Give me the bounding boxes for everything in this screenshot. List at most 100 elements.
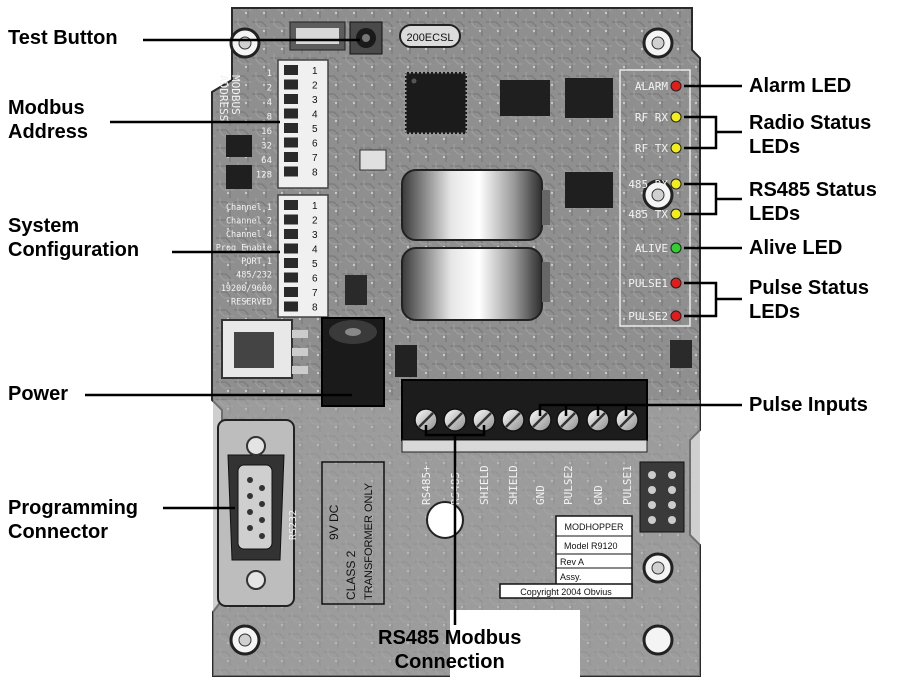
test-button-part bbox=[289, 21, 383, 55]
board-lower-panel bbox=[213, 400, 700, 676]
terminal-label: PULSE2 bbox=[562, 465, 575, 505]
led-silk-label: ALARM bbox=[635, 80, 668, 93]
dip-slot bbox=[284, 214, 298, 225]
label-assy: Assy. bbox=[560, 572, 581, 582]
address-value: 4 bbox=[267, 98, 272, 108]
dip-slot bbox=[284, 258, 298, 268]
address-value: 32 bbox=[261, 142, 272, 152]
switch-number: 4 bbox=[312, 245, 318, 256]
callout-rs485-modbus-connection: RS485 Modbus Connection bbox=[378, 627, 522, 673]
callout-system-configuration: System Configuration bbox=[8, 215, 140, 261]
dip-slot bbox=[284, 65, 298, 75]
screw-slot bbox=[619, 412, 635, 428]
electrolytic-capacitors bbox=[401, 169, 550, 321]
terminal-label: SHIELD bbox=[478, 465, 491, 505]
dip-slot bbox=[284, 243, 298, 254]
dip-slot bbox=[284, 94, 298, 104]
rf-tx-led bbox=[670, 142, 682, 154]
callout-power: Power bbox=[8, 383, 69, 405]
callout-programming-connector: Programming Connector bbox=[8, 497, 139, 543]
switch-number: 6 bbox=[312, 274, 318, 285]
address-value: 128 bbox=[256, 171, 272, 181]
system-config-dip-switch: 1 2 3 4 5 6 7 8 bbox=[277, 194, 329, 318]
side-text-line-3: TRANSFORMER ONLY bbox=[363, 482, 375, 600]
config-silk-label: PORT 1 bbox=[241, 257, 272, 267]
address-value: 16 bbox=[261, 127, 272, 137]
crystal-part: 200ECSL bbox=[399, 24, 461, 48]
switch-number: 5 bbox=[312, 124, 318, 135]
product-label: MODHOPPER Model R9120 Rev A Assy. Copyri… bbox=[499, 515, 633, 599]
dip-slot bbox=[284, 301, 298, 312]
screw-slot bbox=[590, 412, 606, 428]
dip-slot bbox=[284, 200, 298, 210]
label-model: Model R9120 bbox=[564, 541, 618, 551]
address-value: 8 bbox=[267, 113, 272, 123]
pin-header bbox=[639, 461, 685, 533]
label-title: MODHOPPER bbox=[564, 522, 624, 532]
side-text-line-1: 9V DC bbox=[327, 504, 341, 540]
dip-slot bbox=[284, 123, 298, 133]
dip-slot bbox=[284, 166, 298, 177]
terminal-label: RS485+ bbox=[420, 465, 433, 505]
rs232-silk: RS232 bbox=[288, 510, 299, 540]
dip-slot bbox=[284, 137, 298, 148]
terminal-label: SHIELD bbox=[507, 465, 520, 505]
switch-number: 7 bbox=[312, 153, 318, 164]
screw-slot bbox=[476, 412, 492, 428]
led-silk-label: 485 TX bbox=[628, 208, 668, 221]
terminal-label: GND bbox=[534, 485, 547, 505]
callout-pulse-inputs: Pulse Inputs bbox=[749, 394, 868, 416]
switch-number: 3 bbox=[312, 230, 318, 241]
dip-slot bbox=[284, 229, 298, 239]
switch-number: 2 bbox=[312, 216, 318, 227]
side-text-line-2: CLASS 2 bbox=[344, 550, 358, 600]
switch-number: 5 bbox=[312, 259, 318, 270]
pulse1-led bbox=[670, 277, 682, 289]
rs485-tx-led bbox=[670, 208, 682, 220]
callout-alive-led: Alive LED bbox=[749, 237, 843, 259]
led-silk-label: 485 RX bbox=[628, 178, 668, 191]
address-value: 64 bbox=[261, 156, 272, 166]
screw-slot bbox=[505, 412, 521, 428]
board-cutout bbox=[450, 610, 580, 685]
screw-slot bbox=[532, 412, 548, 428]
switch-number: 4 bbox=[312, 110, 318, 121]
address-silk-line-1: MODBUS bbox=[229, 75, 242, 115]
led-silk-label: PULSE1 bbox=[628, 277, 668, 290]
voltage-regulator bbox=[221, 319, 308, 379]
dip-slot bbox=[284, 287, 298, 297]
label-copyright: Copyright 2004 Obvius bbox=[520, 587, 612, 597]
switch-number: 8 bbox=[312, 168, 318, 179]
dip-slot bbox=[284, 272, 298, 283]
callout-lines bbox=[85, 38, 742, 625]
switch-number: 7 bbox=[312, 288, 318, 299]
address-value: 2 bbox=[267, 84, 272, 94]
terminal-block bbox=[401, 379, 648, 453]
callout-test-button: Test Button bbox=[8, 27, 118, 49]
switch-number: 8 bbox=[312, 303, 318, 314]
address-value: 1 bbox=[267, 69, 272, 79]
dip-slot bbox=[284, 108, 298, 119]
led-silk-label: PULSE2 bbox=[628, 310, 668, 323]
pulse2-led bbox=[670, 310, 682, 322]
callout-pulse-status-leds: Pulse Status LEDs bbox=[749, 277, 870, 323]
callout-alarm-led: Alarm LED bbox=[749, 75, 852, 97]
switch-number: 6 bbox=[312, 139, 318, 150]
config-silk-label: 19200/9600 bbox=[221, 284, 272, 294]
terminal-label: PULSE1 bbox=[621, 465, 634, 505]
terminal-label: GND bbox=[592, 485, 605, 505]
screw-slot bbox=[447, 412, 463, 428]
screw-slot bbox=[560, 412, 576, 428]
switch-number: 2 bbox=[312, 81, 318, 92]
callout-rs485-status-leds: RS485 Status LEDs bbox=[749, 179, 877, 225]
switch-number: 1 bbox=[312, 201, 318, 212]
config-silk-label: 485/232 bbox=[236, 271, 272, 281]
power-warning-text: 9V DC CLASS 2 TRANSFORMER ONLY bbox=[321, 461, 385, 605]
led-silk-label: ALIVE bbox=[635, 242, 668, 255]
config-silk-label: Prog Enable bbox=[216, 244, 272, 254]
